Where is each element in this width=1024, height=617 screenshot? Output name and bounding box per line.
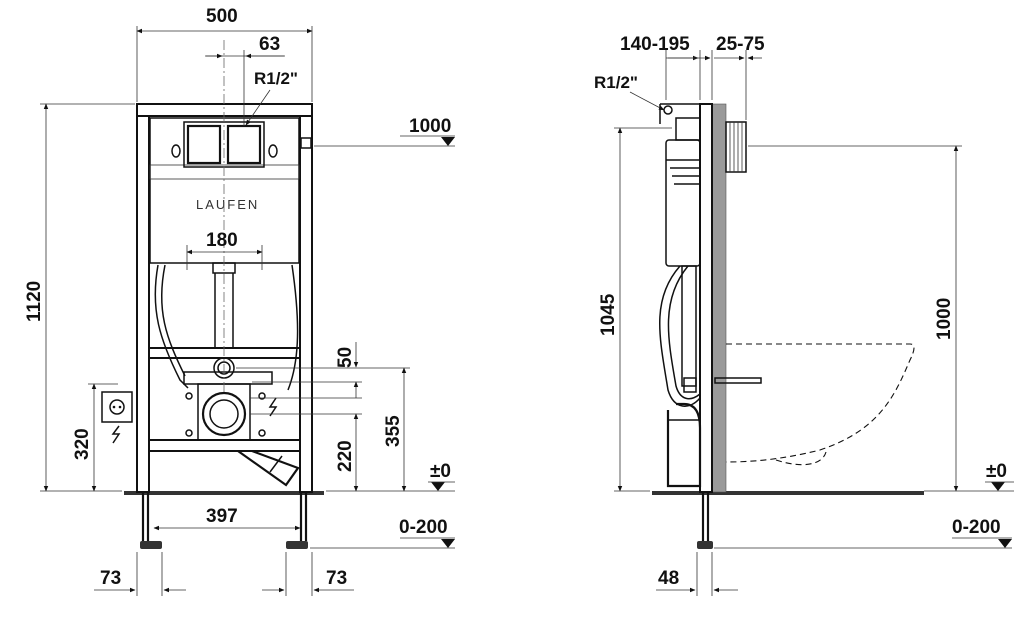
dim-foot-edge-left: 73 [100, 568, 121, 589]
front-view: LAUFEN [24, 6, 455, 596]
dim-floor-level-front: ±0 [430, 461, 451, 482]
dim-foot-edge-right: 73 [326, 568, 347, 589]
dim-foot-adjust-front: 0-200 [399, 517, 448, 538]
dim-flush-plate-height: 1000 [409, 116, 451, 137]
dim-drain-spacing: 180 [206, 230, 238, 251]
frame-crossbar-lower [148, 439, 301, 452]
label-supply-thread-front: R1/2" [254, 69, 298, 88]
dim-height-bowl: 1000 [934, 298, 955, 340]
frame-left-upright [136, 103, 150, 493]
dim-drain-height-main: 355 [383, 415, 404, 447]
wall-section [711, 103, 727, 493]
dim-drain-height-lower: 220 [335, 440, 356, 472]
foot-side [697, 541, 713, 549]
cistern-side [665, 139, 701, 267]
dim-floor-level-side: ±0 [986, 461, 1007, 482]
drain-outlet [201, 391, 247, 437]
floor-line-side [652, 491, 924, 495]
dim-socket-height: 320 [72, 428, 93, 460]
flush-plate-side [725, 121, 747, 173]
dim-drain-height-upper: 50 [335, 347, 356, 368]
dim-height-supply: 1045 [598, 293, 619, 336]
dim-cistern-offset: 63 [259, 34, 280, 55]
foot-right [286, 541, 308, 549]
dim-height-total: 1120 [24, 281, 45, 322]
dim-foot-depth: 48 [658, 568, 679, 589]
dim-supply-depth: 140-195 [620, 34, 690, 55]
wc-bowl-outline [725, 343, 915, 463]
laufen-logo: LAUFEN [196, 197, 259, 212]
dim-wall-depth: 25-75 [716, 34, 765, 55]
power-socket-box [101, 391, 133, 423]
frame-top-bar [136, 103, 313, 117]
dim-foot-spacing: 397 [206, 506, 238, 527]
frame-crossbar-upper [148, 347, 301, 359]
side-view: 140-195 25-75 R1/2" 1045 1000 ±0 0-200 4… [594, 34, 1014, 596]
foot-left [140, 541, 162, 549]
label-supply-thread-side: R1/2" [594, 73, 638, 92]
floor-line-front [124, 491, 324, 495]
frame-right-upright [299, 103, 313, 493]
dim-width-total: 500 [206, 6, 238, 27]
dim-foot-adjust-side: 0-200 [952, 517, 1001, 538]
frame-side-upright [699, 103, 713, 493]
